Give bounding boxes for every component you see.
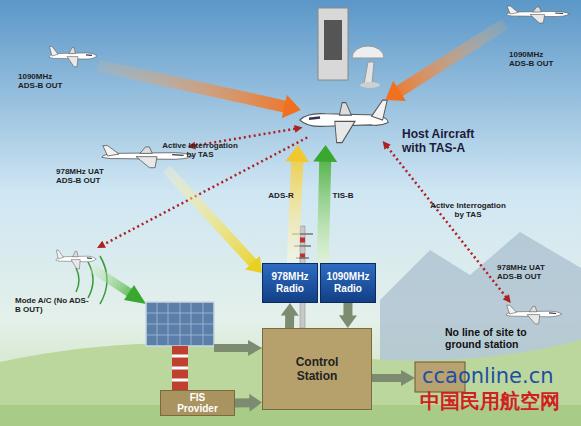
arrow-head	[282, 95, 301, 118]
aircraft-label: Host Aircraft with TAS-A	[402, 127, 498, 155]
radar-tower	[172, 346, 188, 394]
note-text: No line of site to ground station	[445, 326, 545, 350]
aircraft-icon	[506, 6, 569, 23]
box-label: 1090MHz Radio	[325, 271, 371, 295]
arrow-head	[245, 256, 262, 273]
signal-arrow	[285, 145, 309, 263]
arrow-head	[339, 315, 357, 328]
aircraft-icon	[506, 6, 569, 23]
watermark: ccaonline.cn	[422, 364, 581, 388]
box-label: 978MHz Radio	[267, 271, 313, 295]
radar-wave	[76, 268, 79, 292]
arrow-shaft	[235, 398, 251, 407]
arrow-shaft	[98, 66, 286, 107]
aircraft-icon	[506, 305, 562, 324]
aircraft-icon	[49, 46, 97, 66]
host-aircraft-node: Host Aircraft with TAS-A	[298, 95, 390, 145]
radar-antenna	[146, 302, 214, 346]
arrow-head	[383, 141, 391, 150]
edge-label: TIS-B	[323, 191, 363, 200]
interrogation-line	[387, 147, 506, 298]
aircraft-node: 978MHz UAT ADS-B OUT	[505, 303, 563, 325]
arrow-head	[401, 370, 415, 386]
signal-arrow	[167, 169, 263, 273]
aircraft-icon	[506, 305, 562, 324]
arrow-shaft	[343, 303, 352, 317]
aircraft-label: 1090MHz ADS-B OUT	[509, 50, 563, 68]
signal-arrow	[281, 303, 299, 328]
arrow-head	[124, 285, 146, 304]
interrogation-line	[103, 138, 307, 245]
tas-unit-panel	[324, 20, 342, 60]
arrow-shaft	[293, 160, 298, 263]
tower-stripe	[172, 356, 188, 380]
signal-arrow	[98, 66, 301, 119]
arrow-shaft	[323, 160, 325, 263]
arrow-head	[248, 340, 262, 356]
arrow-head	[313, 145, 337, 162]
box-label: FIS Provider	[172, 392, 224, 414]
edge-label: ADS-R	[261, 191, 301, 200]
arrow-shaft	[167, 169, 254, 264]
data-arrow	[372, 374, 403, 382]
aircraft-label: 978MHz UAT ADS-B OUT	[56, 167, 118, 185]
arrow-head	[281, 303, 299, 316]
arrow-shaft	[398, 24, 505, 92]
aircraft-node: 1090MHz ADS-B OUT	[48, 44, 98, 68]
aircraft-label: Mode A/C (No ADS-B OUT)	[15, 296, 91, 314]
host-aircraft-icon	[300, 100, 388, 143]
data-arrow	[214, 344, 250, 352]
signal-arrow	[385, 24, 505, 101]
arrow-head	[249, 394, 262, 412]
aircraft-icon	[49, 46, 97, 66]
edge-label: Active Interrogation by TAS	[426, 201, 510, 219]
aircraft-node: Mode A/C (No ADS-B OUT)	[55, 248, 97, 270]
arrow-head	[385, 81, 406, 101]
edge-label: Active Interrogation by TAS	[158, 141, 242, 159]
signal-arrow	[313, 145, 337, 263]
box-label: Control Station	[286, 355, 348, 383]
arrow-head	[503, 294, 511, 303]
aircraft-label: 1090MHz ADS-B OUT	[18, 72, 72, 90]
watermark: 中国民用航空网	[420, 388, 580, 415]
provider-box: FIS Provider	[160, 390, 235, 416]
signal-arrow	[383, 141, 511, 303]
radio-box: 978MHz Radio	[262, 263, 318, 303]
arrow-shaft	[285, 314, 294, 328]
radar-grid	[146, 302, 214, 346]
radar-wave	[88, 262, 93, 298]
arrow-head	[294, 125, 303, 133]
arrow-head	[285, 145, 309, 162]
radio-box: 1090MHz Radio	[320, 263, 376, 303]
aircraft-label: 978MHz UAT ADS-B OUT	[497, 263, 563, 281]
antenna-base	[360, 82, 380, 88]
tas-unit	[318, 8, 348, 80]
host-aircraft-icon	[300, 100, 388, 143]
control-station-box: Control Station	[262, 328, 372, 410]
signal-arrow	[235, 394, 262, 412]
blade-antenna	[364, 62, 374, 84]
antenna-dome	[352, 46, 384, 58]
signal-arrow	[97, 138, 307, 249]
signal-arrow	[339, 303, 357, 328]
arrow-head	[97, 241, 106, 248]
transponder-arrow	[92, 268, 130, 293]
aircraft-node: 1090MHz ADS-B OUT	[505, 4, 571, 24]
